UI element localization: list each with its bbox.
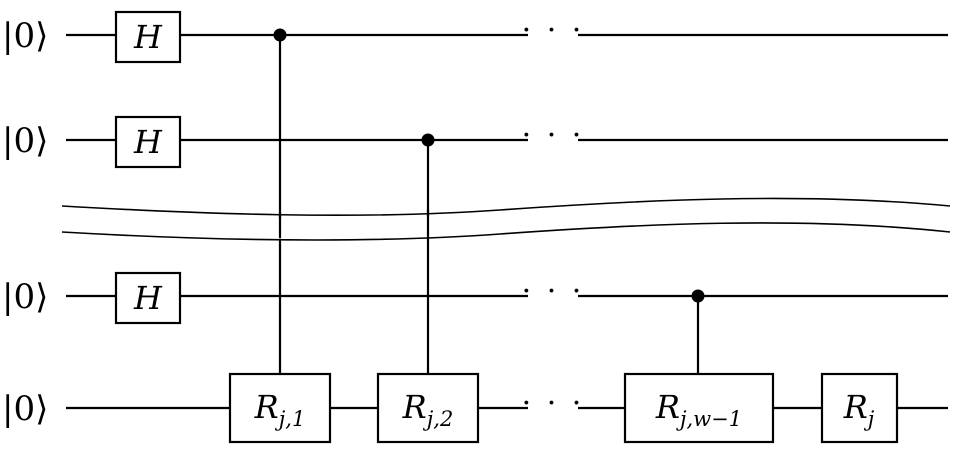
control-dot-2 bbox=[421, 133, 435, 147]
svg-text:H: H bbox=[133, 18, 163, 56]
hadamard-gate-2: H bbox=[114, 115, 182, 169]
hadamard-gate-1: H bbox=[114, 10, 182, 64]
qubit-label-2: |0⟩ bbox=[2, 121, 48, 161]
ellipsis-wire-4: · · · bbox=[522, 386, 585, 421]
control-dot-3 bbox=[691, 289, 705, 303]
svg-text:Rj,2: Rj,2 bbox=[402, 388, 454, 431]
svg-text:Rj,1: Rj,1 bbox=[254, 388, 306, 431]
svg-text:H: H bbox=[133, 279, 163, 317]
circuit-break-marker bbox=[61, 197, 951, 241]
svg-text:Rj,w−1: Rj,w−1 bbox=[655, 388, 742, 431]
rotation-gate-1: Rj,1 bbox=[228, 372, 332, 444]
svg-text:H: H bbox=[133, 123, 163, 161]
ellipsis-wire-1: · · · bbox=[522, 13, 585, 48]
svg-text:Rj: Rj bbox=[843, 388, 875, 431]
control-dot-1 bbox=[273, 28, 287, 42]
ellipsis-wire-3: · · · bbox=[522, 274, 585, 309]
rotation-gate-2: Rj,2 bbox=[376, 372, 480, 444]
qubit-label-4: |0⟩ bbox=[2, 389, 48, 429]
hadamard-gate-3: H bbox=[114, 271, 182, 325]
qubit-label-1: |0⟩ bbox=[2, 16, 48, 56]
ellipsis-wire-2: · · · bbox=[522, 118, 585, 153]
rotation-gate-3: Rj,w−1 bbox=[623, 372, 775, 444]
rotation-gate-4: Rj bbox=[820, 372, 899, 444]
qubit-label-3: |0⟩ bbox=[2, 277, 48, 317]
